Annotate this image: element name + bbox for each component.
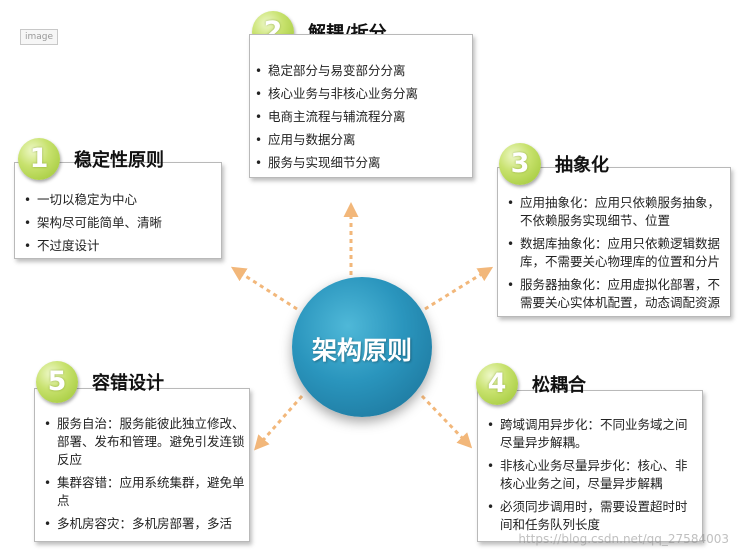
principle-title: 稳定性原则 — [74, 150, 164, 171]
number-badge: 5 — [36, 361, 78, 403]
list-item: 应用与数据分离 — [250, 131, 472, 149]
list-item: 数据库抽象化：应用只依赖逻辑数据库，不需要关心物理库的位置和分片 — [502, 235, 730, 271]
principle-title: 容错设计 — [92, 373, 164, 394]
arrow-to-fault-tolerance — [254, 395, 304, 451]
list-item: 一切以稳定为中心 — [19, 191, 221, 209]
arrow-to-abstraction — [424, 266, 494, 311]
number-badge: 1 — [18, 138, 60, 180]
list-item: 电商主流程与辅流程分离 — [250, 108, 472, 126]
list-item: 应用抽象化：应用只依赖服务抽象，不依赖服务实现细节、位置 — [502, 194, 730, 230]
list-item: 服务器抽象化：应用虚拟化部署，不需要关心实体机配置，动态调配资源 — [502, 276, 730, 312]
principle-fault-tolerance-box: 服务自治：服务能彼此独立修改、部署、发布和管理。避免引发连锁反应 集群容错：应用… — [34, 388, 250, 542]
principle-decoupling-box: 稳定部分与易变部分分离 核心业务与非核心业务分离 电商主流程与辅流程分离 应用与… — [249, 34, 473, 178]
principle-title: 松耦合 — [532, 375, 586, 396]
list-item: 跨域调用异步化：不同业务域之间尽量异步解耦。 — [482, 416, 698, 452]
list-item: 集群容错：应用系统集群，避免单点 — [39, 474, 245, 510]
arrow-to-stability — [230, 266, 298, 311]
arrow-to-loose-coupling — [420, 394, 473, 449]
watermark: https://blog.csdn.net/qq_27584003 — [518, 532, 729, 546]
list-item: 不过度设计 — [19, 237, 221, 255]
principle-loose-coupling-box: 跨域调用异步化：不同业务域之间尽量异步解耦。 非核心业务尽量异步化：核心、非核心… — [477, 390, 703, 542]
list-item: 多机房容灾：多机房部署，多活 — [39, 515, 245, 533]
number-badge: 3 — [499, 143, 541, 185]
list-item: 非核心业务尽量异步化：核心、非核心业务之间，尽量异步解耦 — [482, 457, 698, 493]
image-placeholder-tag: image — [20, 29, 58, 45]
list-item: 稳定部分与易变部分分离 — [250, 62, 472, 80]
number-badge: 4 — [476, 363, 518, 405]
principle-stability-box: 一切以稳定为中心 架构尽可能简单、清晰 不过度设计 — [14, 162, 222, 259]
list-item: 必须同步调用时，需要设置超时时间和任务队列长度 — [482, 498, 698, 534]
principle-title: 抽象化 — [555, 155, 609, 176]
center-hub: 架构原则 — [292, 277, 432, 417]
center-label: 架构原则 — [311, 336, 412, 365]
list-item: 核心业务与非核心业务分离 — [250, 85, 472, 103]
list-item: 服务自治：服务能彼此独立修改、部署、发布和管理。避免引发连锁反应 — [39, 415, 245, 469]
list-item: 服务与实现细节分离 — [250, 154, 472, 172]
principle-abstraction-box: 应用抽象化：应用只依赖服务抽象，不依赖服务实现细节、位置 数据库抽象化：应用只依… — [497, 167, 731, 317]
list-item: 架构尽可能简单、清晰 — [19, 214, 221, 232]
